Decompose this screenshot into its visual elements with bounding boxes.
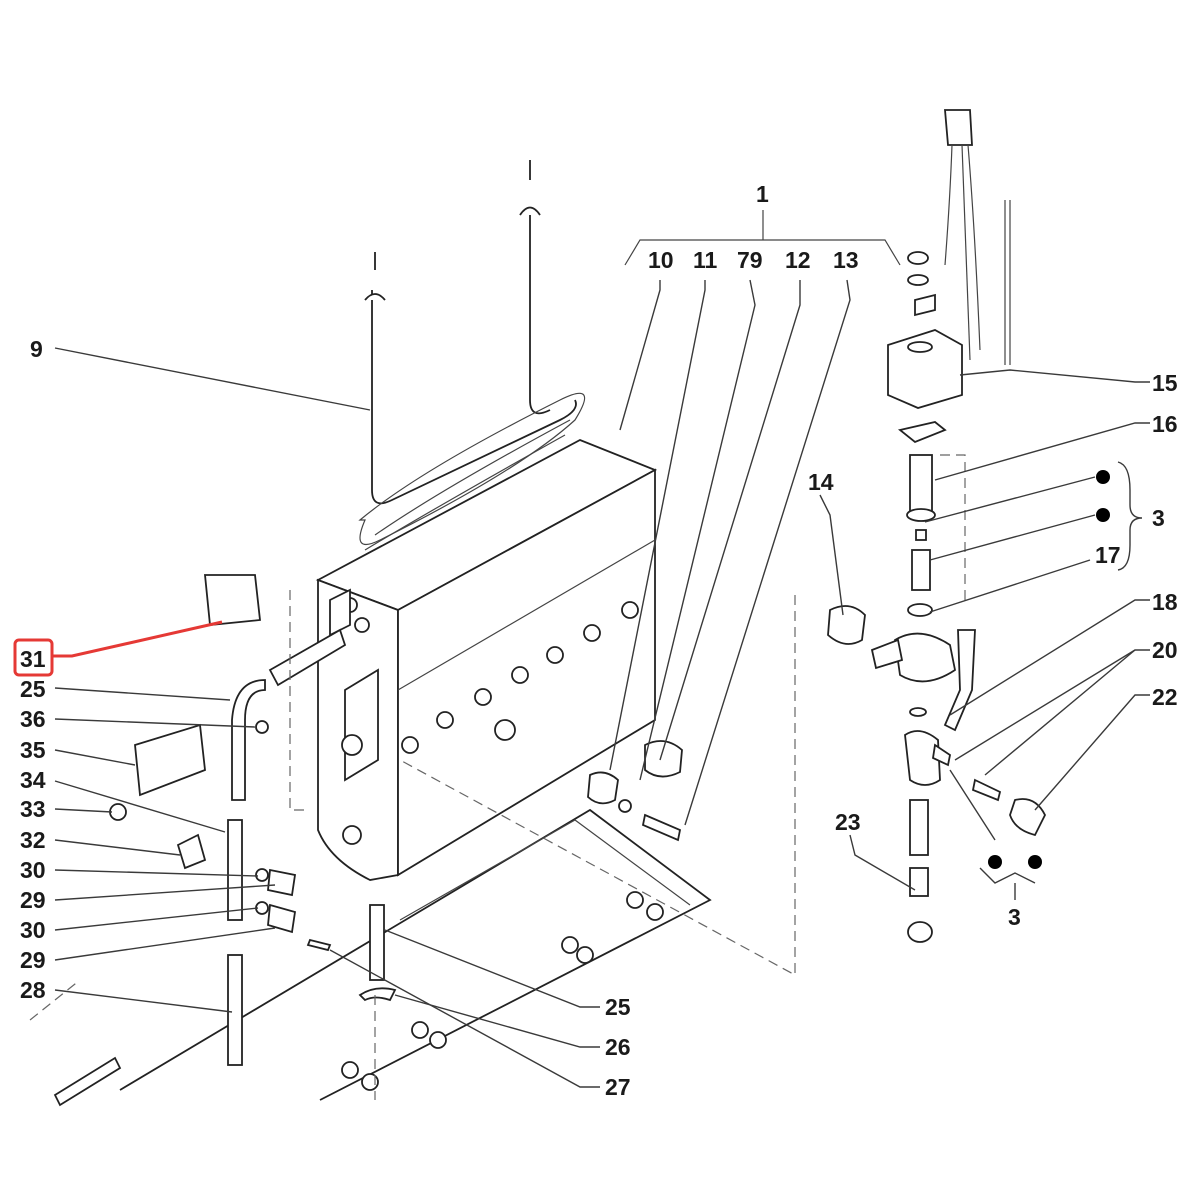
callout-13: 13 — [833, 247, 859, 273]
callout-31-leader — [52, 620, 223, 658]
dot-marker — [1028, 855, 1042, 869]
callout-34: 34 — [20, 767, 46, 793]
callout-36: 36 — [20, 706, 46, 732]
callout-11: 11 — [693, 247, 718, 273]
callout-27: 27 — [605, 1074, 631, 1100]
callout-32: 32 — [20, 827, 46, 853]
callout-35: 35 — [20, 737, 46, 763]
callout-18: 18 — [1152, 589, 1178, 615]
leader-lines — [54, 279, 1150, 1088]
callout-9: 9 — [30, 336, 43, 362]
callout-22: 22 — [1152, 684, 1178, 710]
callout-26: 26 — [605, 1034, 631, 1060]
callout-12: 12 — [785, 247, 811, 273]
callout-15: 15 — [1152, 370, 1178, 396]
left-fittings — [29, 574, 397, 1107]
callout-3-bottom: 3 — [1008, 904, 1021, 930]
group-bracket-1 — [624, 210, 901, 266]
solenoid-valve-assembly — [399, 109, 1047, 977]
callout-3-top: 3 — [1152, 505, 1165, 531]
callout-17: 17 — [1095, 542, 1121, 568]
dot-marker — [988, 855, 1002, 869]
callout-labels: 1 10 11 79 12 13 9 15 16 14 3 17 18 20 2… — [20, 181, 1178, 1100]
heating-coil — [358, 160, 586, 551]
callout-28: 28 — [20, 977, 46, 1003]
callout-23: 23 — [835, 809, 861, 835]
callout-1: 1 — [756, 181, 769, 207]
dot-marker — [1096, 508, 1110, 522]
callout-20: 20 — [1152, 637, 1178, 663]
callout-31: 31 — [20, 646, 46, 672]
callout-30-a: 30 — [20, 857, 46, 883]
callout-29-b: 29 — [20, 947, 46, 973]
callout-29-a: 29 — [20, 887, 46, 913]
boiler-tank — [315, 439, 658, 881]
callout-30-b: 30 — [20, 917, 46, 943]
callout-14: 14 — [808, 469, 834, 495]
highlighted-callout-31[interactable]: 31 — [13, 620, 223, 677]
callout-33: 33 — [20, 796, 46, 822]
callout-25-left: 25 — [20, 676, 46, 702]
callout-10: 10 — [648, 247, 674, 273]
base-tray — [119, 808, 712, 1101]
callout-79: 79 — [737, 247, 763, 273]
callout-16: 16 — [1152, 411, 1178, 437]
marker-dots — [988, 470, 1110, 869]
callout-25-right: 25 — [605, 994, 631, 1020]
dot-marker — [1096, 470, 1110, 484]
